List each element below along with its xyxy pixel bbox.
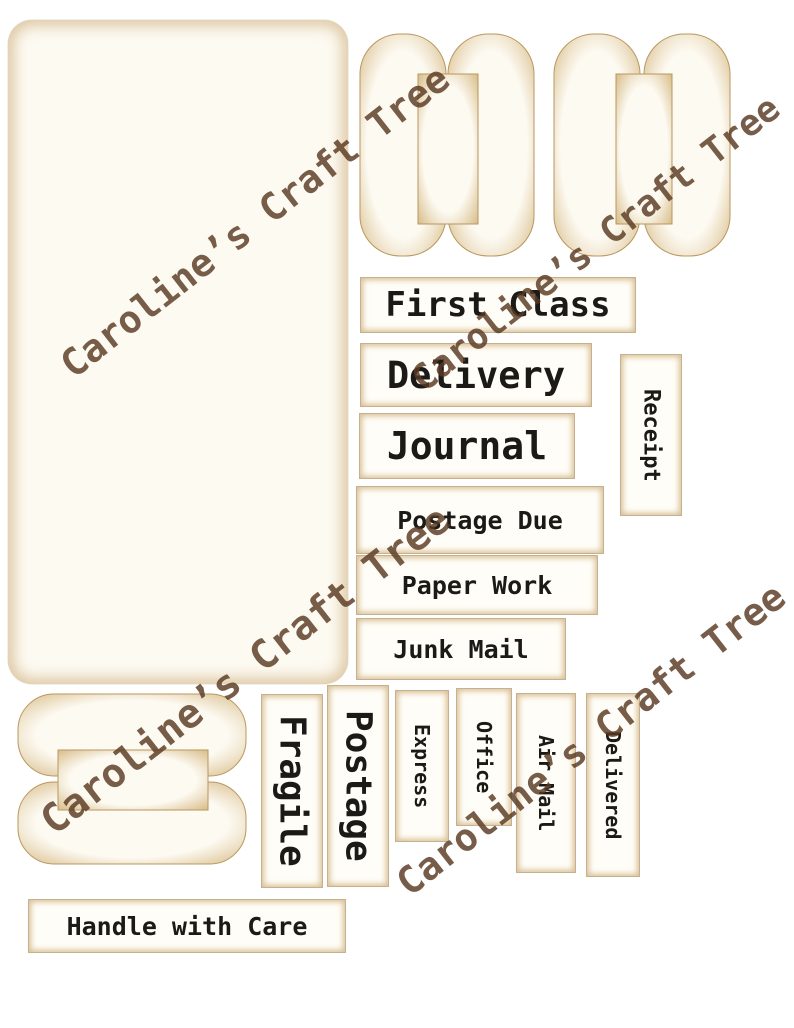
label-first-class: First Class <box>360 277 636 333</box>
spool-top-right <box>553 33 731 257</box>
label-junk-mail: Junk Mail <box>356 618 566 680</box>
label-office: Office <box>456 688 512 826</box>
label-postage: Postage <box>327 685 389 887</box>
label-paper-work: Paper Work <box>356 555 598 615</box>
label-fragile: Fragile <box>261 694 323 888</box>
label-receipt: Receipt <box>620 354 682 516</box>
large-journal-card <box>8 20 348 684</box>
label-journal: Journal <box>359 413 575 479</box>
spool-bottom-left <box>17 693 247 865</box>
label-air-mail: Air Mail <box>516 693 576 873</box>
label-handle-with-care: Handle with Care <box>28 899 346 953</box>
label-postage-due: Postage Due <box>356 486 604 554</box>
label-express: Express <box>395 690 449 842</box>
spool-top-left <box>359 33 535 257</box>
label-delivery: Delivery <box>360 343 592 407</box>
label-delivered: Delivered <box>586 693 640 877</box>
